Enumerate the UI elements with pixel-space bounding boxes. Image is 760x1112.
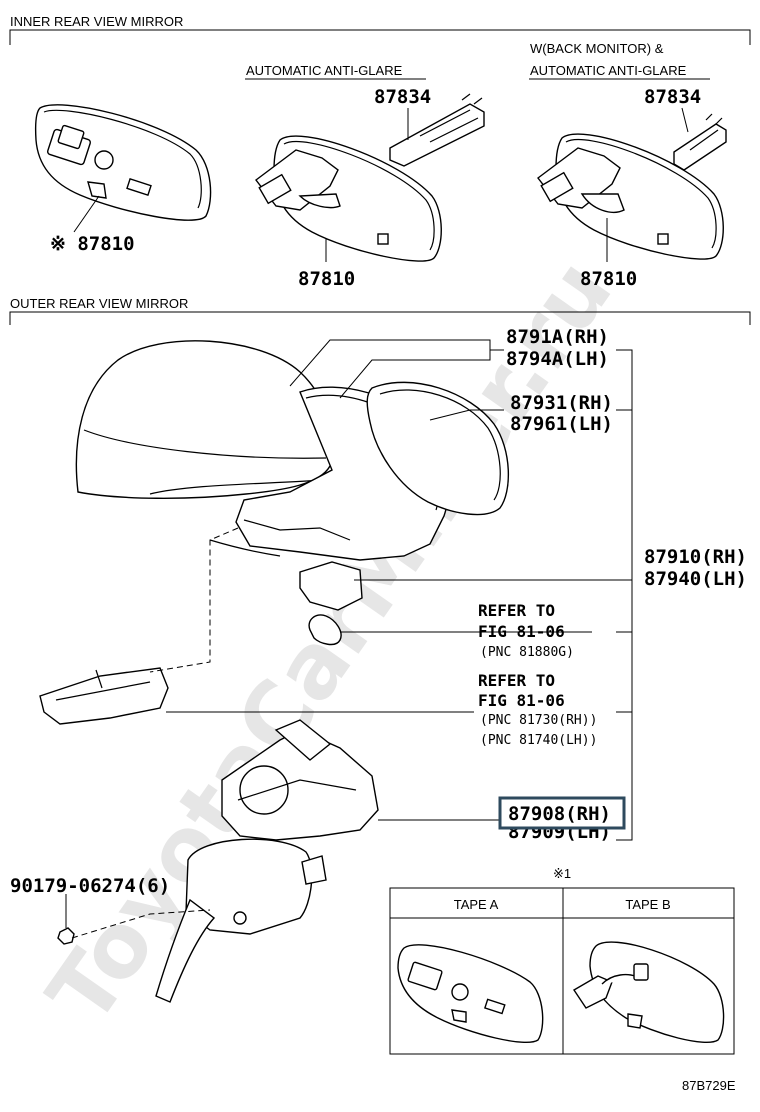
mirror-base-cover-illustration xyxy=(155,838,327,1003)
tape-note-mark: ※1 xyxy=(553,866,571,881)
bolt-dashed-line xyxy=(71,909,211,939)
outer-section-title: OUTER REAR VIEW MIRROR xyxy=(10,296,188,311)
tape-b-header: TAPE B xyxy=(625,897,670,912)
leader-87931 xyxy=(429,409,504,421)
callout-bracket xyxy=(616,349,633,841)
refer-to-2-pnc-rh: (PNC 81730(RH)) xyxy=(480,713,597,728)
side-turn-lamp-lens-illustration xyxy=(299,561,363,611)
refer-to-1-line1: REFER TO xyxy=(478,601,555,620)
mirror-retractor-illustration xyxy=(221,719,379,841)
bolt-90179-illustration xyxy=(57,927,75,945)
part-number-87908: 87908(RH) xyxy=(508,803,611,825)
variant-label-auto-anti-glare: AUTOMATIC ANTI-GLARE xyxy=(246,63,403,78)
connector-87834-b-illustration xyxy=(673,113,727,171)
tape-b-mirror-illustration xyxy=(573,941,725,1044)
refer-to-2-pnc-lh: (PNC 81740(LH)) xyxy=(480,733,597,748)
inner-mirror-auto-illustration xyxy=(255,135,442,262)
inner-mirror-back-monitor-illustration xyxy=(537,133,724,260)
connector-87834-a-illustration xyxy=(389,93,485,167)
figure-code: 87B729E xyxy=(682,1078,736,1093)
part-number-8794A: 8794A(LH) xyxy=(506,348,609,370)
refer-to-1-pnc: (PNC 81880G) xyxy=(480,645,574,660)
leader-8791A-b xyxy=(339,350,491,399)
tape-table xyxy=(389,887,735,1055)
part-number-87931: 87931(RH) xyxy=(510,392,613,414)
mirror-cover-illustration xyxy=(75,340,334,499)
tape-a-mirror-illustration xyxy=(397,944,544,1044)
part-number-87810-ref: ※ 87810 xyxy=(50,233,135,255)
bulb-illustration xyxy=(308,614,342,646)
highlight-box xyxy=(498,796,626,830)
inner-mirror-ref-illustration xyxy=(34,104,212,221)
outer-section-frame xyxy=(9,311,751,325)
refer-to-2-line1: REFER TO xyxy=(478,671,555,690)
part-number-87810-b: 87810 xyxy=(580,268,637,290)
refer-to-1-line2: FIG 81-06 xyxy=(478,622,565,641)
part-number-87940: 87940(LH) xyxy=(644,568,747,590)
leader-87810-ref xyxy=(73,195,100,233)
leader-87834-b xyxy=(681,107,689,133)
part-number-90179: 90179-06274(6) xyxy=(10,875,170,897)
refer-to-2-line2: FIG 81-06 xyxy=(478,691,565,710)
dashed-assembly-line xyxy=(149,527,239,673)
inner-section-title: INNER REAR VIEW MIRROR xyxy=(10,14,183,29)
part-number-87810-a: 87810 xyxy=(298,268,355,290)
variant-label-back-monitor-line2: AUTOMATIC ANTI-GLARE xyxy=(530,63,687,78)
part-number-87910: 87910(RH) xyxy=(644,546,747,568)
leader-8791A xyxy=(289,339,504,387)
part-number-87961: 87961(LH) xyxy=(510,413,613,435)
side-lamp-assembly-illustration xyxy=(39,667,169,725)
inner-section-frame xyxy=(9,29,751,45)
part-number-8791A: 8791A(RH) xyxy=(506,326,609,348)
variant-label-back-monitor-line1: W(BACK MONITOR) & xyxy=(530,41,664,56)
part-number-87834-a: 87834 xyxy=(374,86,431,108)
part-number-87834-b: 87834 xyxy=(644,86,701,108)
mirror-glass-illustration xyxy=(366,381,509,516)
tape-a-header: TAPE A xyxy=(454,897,499,912)
